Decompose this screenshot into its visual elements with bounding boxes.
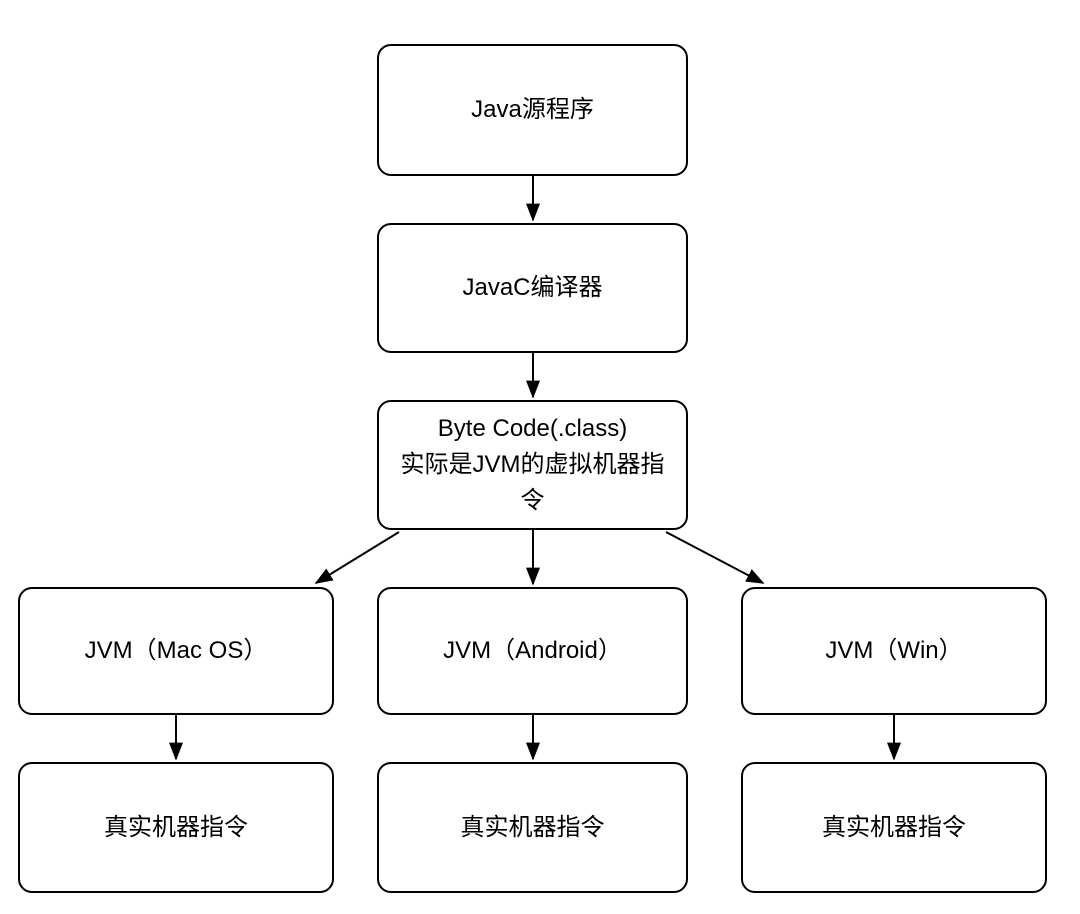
node-jvm-android-label: JVM（Android） [443,637,622,664]
node-jvm-mac-os-label: JVM（Mac OS） [84,637,268,664]
node-java-source: Java源程序 [377,44,688,176]
node-machine-instructions-android: 真实机器指令 [377,762,688,893]
node-machine-instructions-mac-label: 真实机器指令 [104,813,248,841]
edge-bytecode-to-jvm-mac [314,531,400,584]
edge-bytecode-to-jvm-win [665,531,765,584]
node-machine-instructions-android-label: 真实机器指令 [460,813,605,841]
node-jvm-win: JVM（Win） [741,587,1047,715]
node-machine-instructions-mac: 真实机器指令 [18,762,334,893]
node-jvm-android: JVM（Android） [377,587,688,715]
node-byte-code-label: Byte Code(.class) 实际是JVM的虚拟机器指令 [379,411,686,519]
node-javac-compiler: JavaC编译器 [377,223,688,353]
node-machine-instructions-win-label: 真实机器指令 [822,813,966,841]
node-java-source-label: Java源程序 [471,96,594,123]
node-machine-instructions-win: 真实机器指令 [741,762,1047,893]
node-javac-compiler-label: JavaC编译器 [462,274,603,301]
node-jvm-mac-os: JVM（Mac OS） [18,587,334,715]
node-byte-code-line2: 实际是JVM的虚拟机器指令 [400,451,665,514]
node-jvm-win-label: JVM（Win） [825,637,963,664]
node-byte-code-line1: Byte Code(.class) [437,415,628,442]
node-byte-code: Byte Code(.class) 实际是JVM的虚拟机器指令 [377,400,688,530]
